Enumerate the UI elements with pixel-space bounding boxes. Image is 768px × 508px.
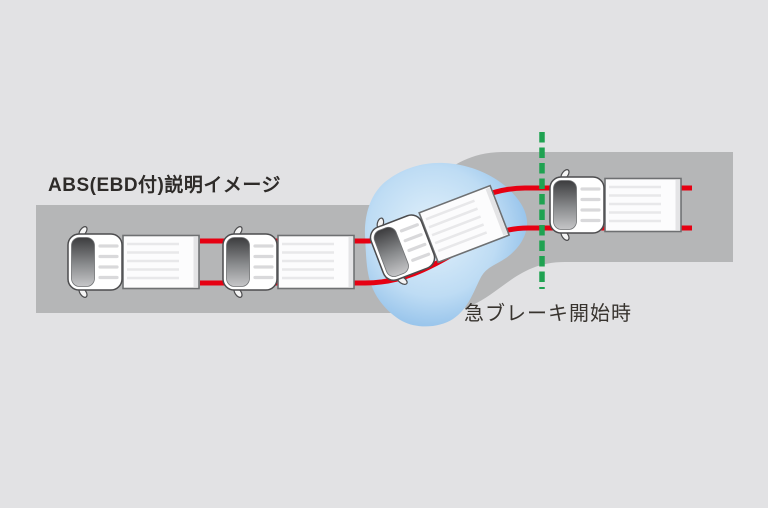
truck-braking-start: [548, 166, 683, 244]
truck-straight-2: [221, 223, 356, 301]
truck-straight-1: [66, 223, 201, 301]
diagram-title: ABS(EBD付)説明イメージ: [48, 175, 282, 196]
braking-start-label: 急ブレーキ開始時: [464, 303, 632, 325]
